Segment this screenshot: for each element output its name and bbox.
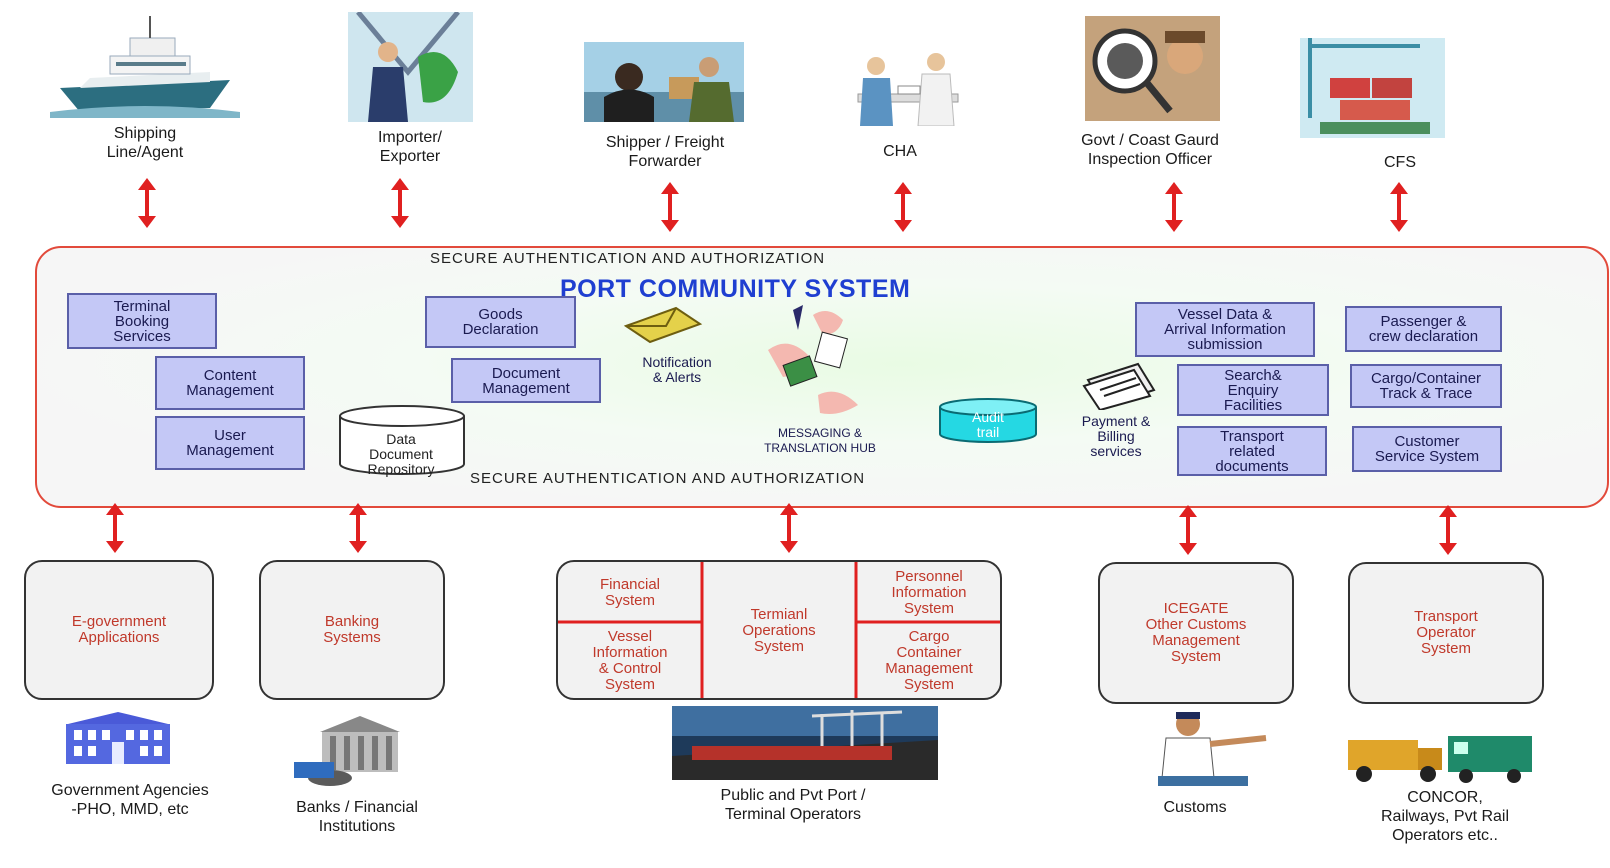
vessel-info-cell: Vessel Information & Control System — [592, 628, 668, 693]
stakeholder-label: CFS — [1384, 154, 1416, 171]
port-terminal-image — [672, 706, 938, 780]
messaging-hub-label: MESSAGING & TRANSLATION HUB — [764, 426, 876, 455]
content-management-module: Content Management — [155, 356, 305, 410]
stakeholder-label: CHA — [883, 143, 917, 160]
banking-systems-box: Banking Systems — [259, 560, 445, 700]
gov-agencies-label: Government Agencies -PHO, MMD, etc — [51, 782, 209, 818]
ship-image — [50, 16, 240, 118]
document-management-module: Document Management — [451, 358, 601, 403]
double-arrow-icon — [105, 503, 125, 555]
cargo-management-cell: Cargo Container Management System — [885, 628, 973, 693]
double-arrow-icon — [1178, 505, 1198, 557]
customer-service-module: Customer Service System — [1352, 426, 1502, 472]
port-systems-box — [556, 560, 1002, 700]
data-repository-label: Data Document Repository — [367, 431, 435, 477]
vessel-data-module: Vessel Data & Arrival Information submis… — [1135, 302, 1315, 357]
banks-label: Banks / Financial Institutions — [296, 799, 418, 835]
goods-declaration-module: Goods Declaration — [425, 296, 576, 348]
passenger-crew-module: Passenger & crew declaration — [1345, 306, 1502, 352]
cfs-image — [1300, 38, 1445, 138]
government-building-image — [66, 712, 170, 764]
terminal-booking-module: Terminal Booking Services — [67, 293, 217, 349]
secure-auth-top: SECURE AUTHENTICATION AND AUTHORIZATION — [430, 250, 826, 267]
icegate-box: ICEGATE Other Customs Management System — [1098, 562, 1294, 704]
double-arrow-icon — [893, 182, 913, 234]
double-arrow-icon — [1389, 182, 1409, 234]
financial-system-cell: Financial System — [599, 576, 661, 609]
terminal-operations-cell: Termianl Operations System — [742, 606, 816, 655]
truck-train-image — [1348, 736, 1532, 783]
pcs-title: PORT COMMUNITY SYSTEM — [560, 275, 911, 303]
cha-image — [857, 53, 959, 126]
payment-label: Payment & Billing services — [1081, 413, 1151, 459]
user-management-module: User Management — [155, 416, 305, 470]
transport-documents-module: Transport related documents — [1177, 426, 1327, 476]
double-arrow-icon — [1438, 505, 1458, 557]
double-arrow-icon — [779, 503, 799, 555]
personnel-info-cell: Personnel Information System — [891, 568, 967, 617]
double-arrow-icon — [1164, 182, 1184, 234]
grid-dividers — [558, 562, 1000, 698]
messaging-hub-image — [768, 305, 858, 414]
envelope-icon — [623, 306, 703, 344]
secure-auth-bottom: SECURE AUTHENTICATION AND AUTHORIZATION — [470, 470, 866, 487]
double-arrow-icon — [348, 503, 368, 555]
cargo-track-module: Cargo/Container Track & Trace — [1350, 364, 1502, 408]
double-arrow-icon — [390, 178, 410, 230]
payment-docs-icon — [1082, 362, 1156, 410]
search-enquiry-module: Search& Enquiry Facilities — [1177, 364, 1329, 416]
database-icon — [339, 405, 465, 475]
audit-trail-label: Audit trail — [972, 409, 1004, 440]
inspector-image — [1085, 16, 1220, 121]
notification-label: Notification & Alerts — [642, 354, 712, 385]
audit-trail-icon — [939, 398, 1037, 443]
stakeholder-label: Shipper / Freight Forwarder — [605, 134, 725, 170]
stakeholder-label: Govt / Coast Gaurd Inspection Officer — [1081, 132, 1219, 168]
bank-image — [294, 716, 400, 786]
customs-label: Customs — [1163, 799, 1227, 816]
stakeholder-label: Importer/ Exporter — [377, 129, 442, 165]
port-operators-label: Public and Pvt Port / Terminal Operators — [720, 787, 866, 823]
stakeholder-label: Shipping Line/Agent — [106, 125, 184, 161]
concor-label: CONCOR, Railways, Pvt Rail Operators etc… — [1380, 789, 1510, 844]
double-arrow-icon — [660, 182, 680, 234]
customs-officer-image — [1158, 712, 1267, 786]
shipper-image — [584, 42, 744, 122]
importer-image — [348, 12, 473, 122]
transport-operator-box: Transport Operator System — [1348, 562, 1544, 704]
egov-applications-box: E-government Applications — [24, 560, 214, 700]
double-arrow-icon — [137, 178, 157, 230]
